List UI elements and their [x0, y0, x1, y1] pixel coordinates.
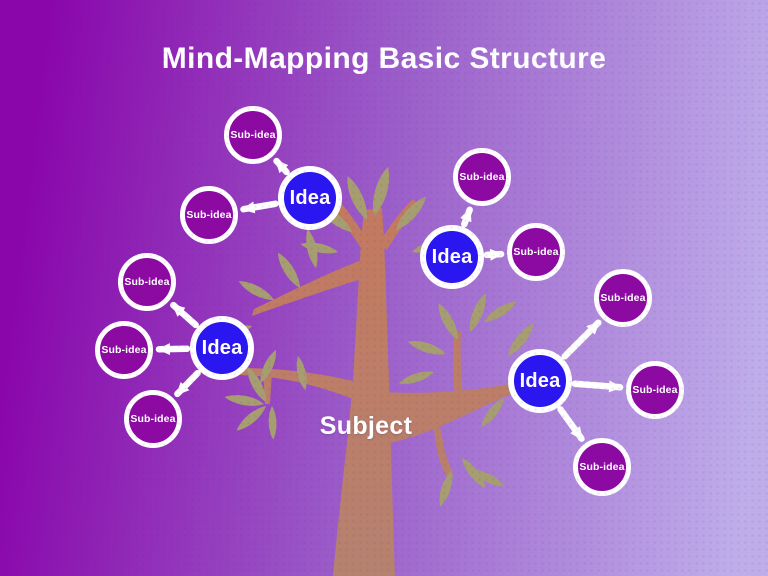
idea-node: Idea	[420, 225, 484, 289]
arrow	[240, 200, 279, 214]
node-label: Idea	[289, 186, 331, 209]
node-label: Sub-idea	[124, 276, 170, 288]
sub-idea-node: Sub-idea	[573, 438, 631, 496]
arrow	[557, 406, 585, 442]
arrow	[174, 369, 201, 398]
node-label: Sub-idea	[130, 413, 176, 425]
arrow	[170, 301, 199, 329]
idea-node: Idea	[508, 349, 572, 413]
node-label: Sub-idea	[186, 209, 232, 221]
node-label: Sub-idea	[513, 246, 559, 258]
sub-idea-node: Sub-idea	[453, 148, 511, 206]
node-label: Idea	[201, 336, 243, 359]
sub-idea-node: Sub-idea	[124, 390, 182, 448]
arrow	[155, 343, 191, 356]
arrow	[571, 380, 624, 393]
sub-idea-node: Sub-idea	[594, 269, 652, 327]
node-label: Sub-idea	[579, 461, 625, 473]
node-label: Idea	[519, 369, 561, 392]
node-label: Sub-idea	[632, 384, 678, 396]
arrow	[460, 206, 473, 228]
arrow	[483, 248, 505, 261]
sub-idea-node: Sub-idea	[95, 321, 153, 379]
idea-node: Idea	[190, 316, 254, 380]
subject-label: Subject	[319, 412, 413, 440]
node-label: Idea	[431, 245, 473, 268]
tree-trunk-and-branches	[207, 199, 537, 576]
node-label: Sub-idea	[459, 171, 505, 183]
arrow	[273, 157, 290, 176]
sub-idea-node: Sub-idea	[224, 106, 282, 164]
sub-idea-node: Sub-idea	[118, 253, 176, 311]
node-label: Sub-idea	[230, 129, 276, 141]
arrow	[561, 319, 602, 360]
sub-idea-node: Sub-idea	[180, 186, 238, 244]
sub-idea-node: Sub-idea	[626, 361, 684, 419]
node-label: Sub-idea	[600, 292, 646, 304]
node-label: Sub-idea	[101, 344, 147, 356]
sub-idea-node: Sub-idea	[507, 223, 565, 281]
idea-node: Idea	[278, 166, 342, 230]
page-title: Mind-Mapping Basic Structure	[161, 42, 607, 75]
